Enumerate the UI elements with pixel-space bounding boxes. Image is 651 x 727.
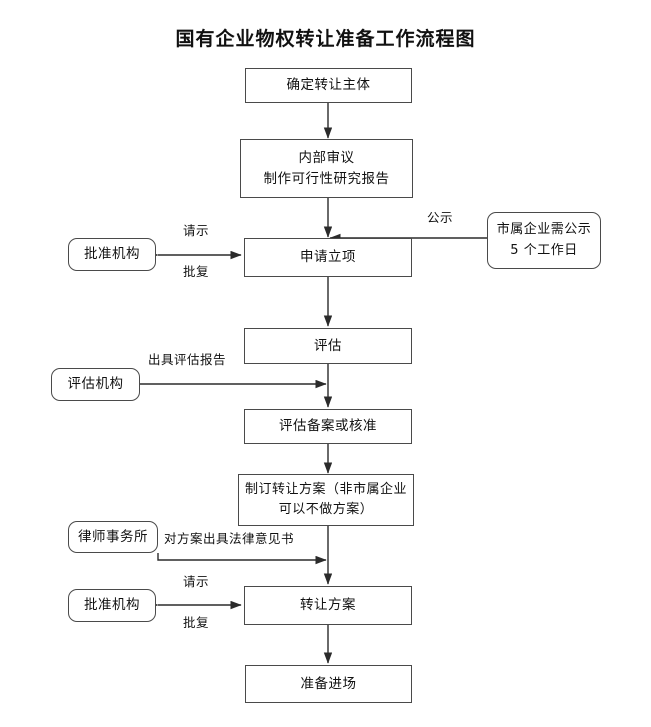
- node-internal-review[interactable]: 内部审议 制作可行性研究报告: [240, 139, 413, 198]
- node-label-line2: 制作可行性研究报告: [263, 170, 390, 187]
- node-law-firm[interactable]: 律师事务所: [68, 521, 158, 553]
- node-label: 评估: [314, 337, 342, 354]
- node-appraisal[interactable]: 评估: [244, 328, 412, 364]
- edge-label-publicity: 公示: [425, 207, 456, 226]
- node-label-line2: 可以不做方案）: [278, 502, 374, 517]
- node-municipal-publicity-requirement[interactable]: 市属企业需公示 5 个工作日: [487, 212, 601, 269]
- node-label-line1: 市属企业需公示: [496, 222, 592, 238]
- node-appraisal-filing-or-approval[interactable]: 评估备案或核准: [244, 409, 412, 444]
- node-label: 确定转让主体: [286, 77, 371, 94]
- node-label-line1: 内部审议: [298, 149, 355, 166]
- node-label: 申请立项: [300, 249, 356, 266]
- node-approval-authority-top[interactable]: 批准机构: [68, 238, 156, 271]
- edge-label-appraisal-report: 出具评估报告: [146, 349, 229, 368]
- edge-label-legal-opinion: 对方案出具法律意见书: [162, 528, 297, 547]
- edge-label-request-top: 请示: [181, 220, 212, 239]
- node-label: 评估备案或核准: [279, 418, 377, 435]
- connector-lawfirm-column: [157, 553, 327, 565]
- node-label: 批准机构: [84, 246, 140, 263]
- node-draft-transfer-plan[interactable]: 制订转让方案（非市属企业 可以不做方案）: [238, 474, 414, 526]
- node-prepare-entry[interactable]: 准备进场: [245, 665, 412, 703]
- edge-label-reply-bottom: 批复: [181, 612, 212, 631]
- node-label-line1: 制订转让方案（非市属企业: [244, 481, 407, 497]
- edge-label-reply-top: 批复: [181, 261, 212, 280]
- node-transfer-plan[interactable]: 转让方案: [244, 586, 412, 625]
- node-confirm-transfer-subject[interactable]: 确定转让主体: [245, 68, 412, 103]
- page-title: 国有企业物权转让准备工作流程图: [175, 28, 476, 50]
- node-label-line2: 5 个工作日: [510, 242, 578, 258]
- node-label: 转让方案: [300, 597, 356, 614]
- node-label: 律师事务所: [78, 528, 148, 545]
- node-approval-authority-bottom[interactable]: 批准机构: [68, 589, 156, 622]
- node-label: 批准机构: [84, 597, 140, 614]
- node-apply-project[interactable]: 申请立项: [244, 238, 412, 277]
- node-appraisal-agency[interactable]: 评估机构: [51, 368, 140, 401]
- node-label: 评估机构: [67, 376, 124, 393]
- node-label: 准备进场: [300, 675, 357, 692]
- edge-label-request-bottom: 请示: [181, 571, 212, 590]
